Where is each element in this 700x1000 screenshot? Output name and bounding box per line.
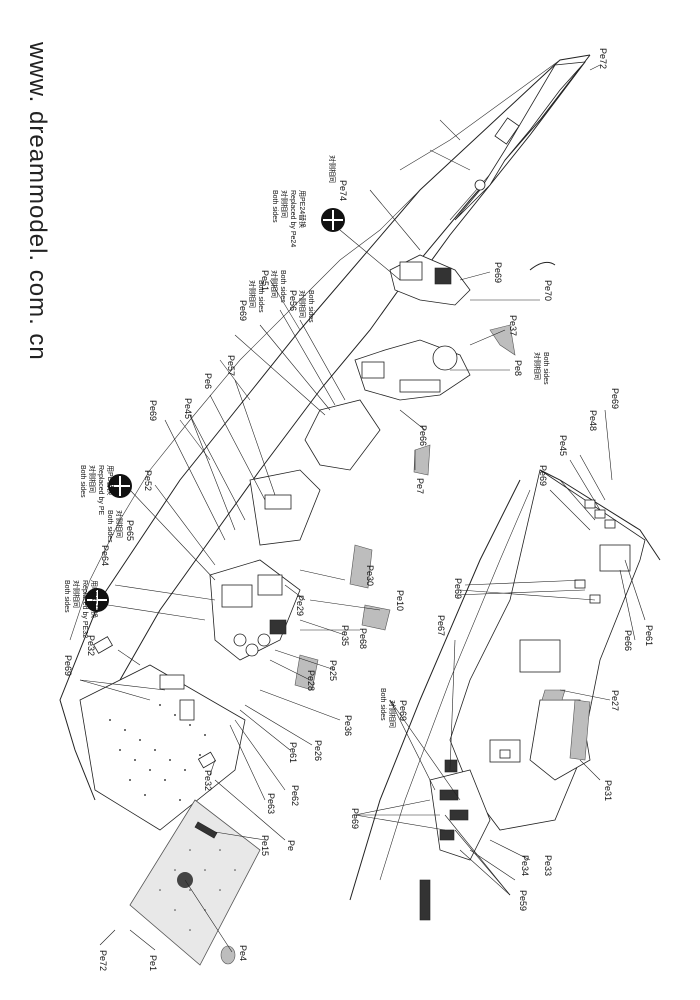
label-pe66-right: Pe66 [623,630,633,651]
svg-text:对侧相同: 对侧相同 [270,270,279,298]
label-pe26: Pe26 [313,740,323,761]
label-pe33: Pe33 [543,855,553,876]
label-pe-plain: Pe [286,840,296,851]
label-pe69-r3: Pe69 [453,578,463,599]
label-pe61-right: Pe61 [644,625,654,646]
label-pe67: Pe67 [436,615,446,636]
label-pe35: Pe35 [340,625,350,646]
label-pe57: Pe57 [226,355,236,376]
label-pe72-bottom: Pe72 [98,950,108,971]
svg-text:Pe56: Pe56 [288,290,298,311]
main-hull-drawing [59,54,591,831]
svg-text:对侧相同: 对侧相同 [533,352,542,380]
label-pe6: Pe6 [203,373,213,389]
svg-text:Both sides: Both sides [307,290,314,323]
label-pe31: Pe31 [603,780,613,801]
label-pe52: Pe52 [143,470,153,491]
svg-text:对侧相同: 对侧相同 [72,580,81,608]
svg-text:Both sides: Both sides [63,580,70,613]
label-pe59: Pe59 [518,890,528,911]
callout-pe-text: 用PE替换 Replaced by PE 对侧相同 Both sides [79,465,115,516]
label-pe69-r2: Pe69 [538,465,548,486]
svg-text:Both sides: Both sides [106,510,113,543]
label-pe69-r4-group: Pe69 对侧相同 Both sides [379,688,408,728]
svg-text:对侧相同: 对侧相同 [115,510,124,538]
svg-text:用PE替换: 用PE替换 [106,465,115,495]
label-pe28: Pe28 [306,670,316,691]
svg-text:对侧相同: 对侧相同 [88,465,97,493]
label-pe34: Pe34 [520,855,530,876]
label-pe30: Pe30 [365,565,375,586]
svg-text:Both sides: Both sides [271,190,278,223]
svg-text:Both sides: Both sides [79,465,86,498]
callout-pe32-text: 用PE32替换 Replaced by PE32 对侧相同 Both sides [63,580,99,638]
label-pe74-group: Pe74 对侧相同 [328,155,348,201]
leader-lines [79,64,646,953]
label-pe64: Pe64 [100,545,110,566]
label-pe69-mid-group: Pe69 对侧相同 Both sides [238,280,264,321]
website-url: www. dreammodel. com. cn [24,41,51,361]
svg-text:Pe65: Pe65 [125,520,135,541]
label-pe27: Pe27 [610,690,620,711]
label-pe8: Pe8 [513,360,523,376]
label-pe32-top: Pe32 [86,635,96,656]
label-pe37: Pe37 [508,315,518,336]
label-pe66-main: Pe66 [418,425,428,446]
label-pe51-group: Pe51 对侧相同 Both sides [260,270,286,303]
label-pe69-r5: Pe69 [350,808,360,829]
label-pe4: Pe4 [238,945,248,961]
label-pe45-right: Pe45 [558,435,568,456]
svg-text:Pe51: Pe51 [260,270,270,291]
svg-text:Both sides: Both sides [257,280,264,313]
label-pe65-group: Pe65 对侧相同 Both sides [106,510,135,543]
label-pe72-top: Pe72 [598,48,608,69]
label-pe25: Pe25 [328,660,338,681]
svg-text:Replaced by PE: Replaced by PE [97,465,104,516]
label-pe70: Pe70 [543,280,553,301]
label-pe48: Pe48 [588,410,598,431]
svg-text:Pe69: Pe69 [238,300,248,321]
svg-text:对侧相同: 对侧相同 [280,190,289,218]
label-pe45-left: Pe45 [183,398,193,419]
label-pe68: Pe68 [358,628,368,649]
svg-text:Both sides: Both sides [542,352,549,385]
label-pe32-low: Pe32 [203,770,213,791]
label-pe29: Pe29 [295,595,305,616]
label-pe69-r-top: Pe69 [610,388,620,409]
label-pe74-cn: 对侧相同 [328,155,337,183]
part-labels: Pe72 Pe74 对侧相同 用PE24替换 Replaced by Pe24 … [63,48,654,971]
label-pe36: Pe36 [343,715,353,736]
label-pe10: Pe10 [395,590,405,611]
svg-text:对侧相同: 对侧相同 [298,290,307,318]
svg-text:Replaced by Pe24: Replaced by Pe24 [289,190,296,247]
label-pe69-left: Pe69 [148,400,158,421]
svg-text:Both sides: Both sides [379,688,386,721]
svg-text:对侧相同: 对侧相同 [248,280,257,308]
label-pe69-fwd: Pe69 [493,262,503,283]
callout-pe24-text: 用PE24替换 Replaced by Pe24 对侧相同 Both sides [271,190,307,247]
stern-deck-pe-plate [129,799,261,966]
svg-text:用PE32替换: 用PE32替换 [90,580,99,618]
label-pe63: Pe63 [266,793,276,814]
loose-pe-parts [93,261,556,769]
svg-text:对侧相同: 对侧相同 [388,700,397,728]
label-pe74: Pe74 [338,180,348,201]
svg-text:用PE24替换: 用PE24替换 [298,190,307,228]
aft-section-detail [349,469,661,921]
label-pe7: Pe7 [415,478,425,494]
label-pe69-stern: Pe69 [63,655,73,676]
label-pe61-main: Pe61 [288,742,298,763]
label-pe62: Pe62 [290,785,300,806]
label-pe15: Pe15 [260,835,270,856]
label-pe56-group: Pe56 对侧相同 Both sides [288,290,314,323]
svg-text:Replaced by PE32: Replaced by PE32 [81,580,88,638]
label-pe8-both: 对侧相同 Both sides [533,352,549,385]
svg-text:Both sides: Both sides [279,270,286,303]
replacement-callouts [85,208,401,621]
label-pe1: Pe1 [148,955,158,971]
svg-text:Pe69: Pe69 [398,700,408,721]
